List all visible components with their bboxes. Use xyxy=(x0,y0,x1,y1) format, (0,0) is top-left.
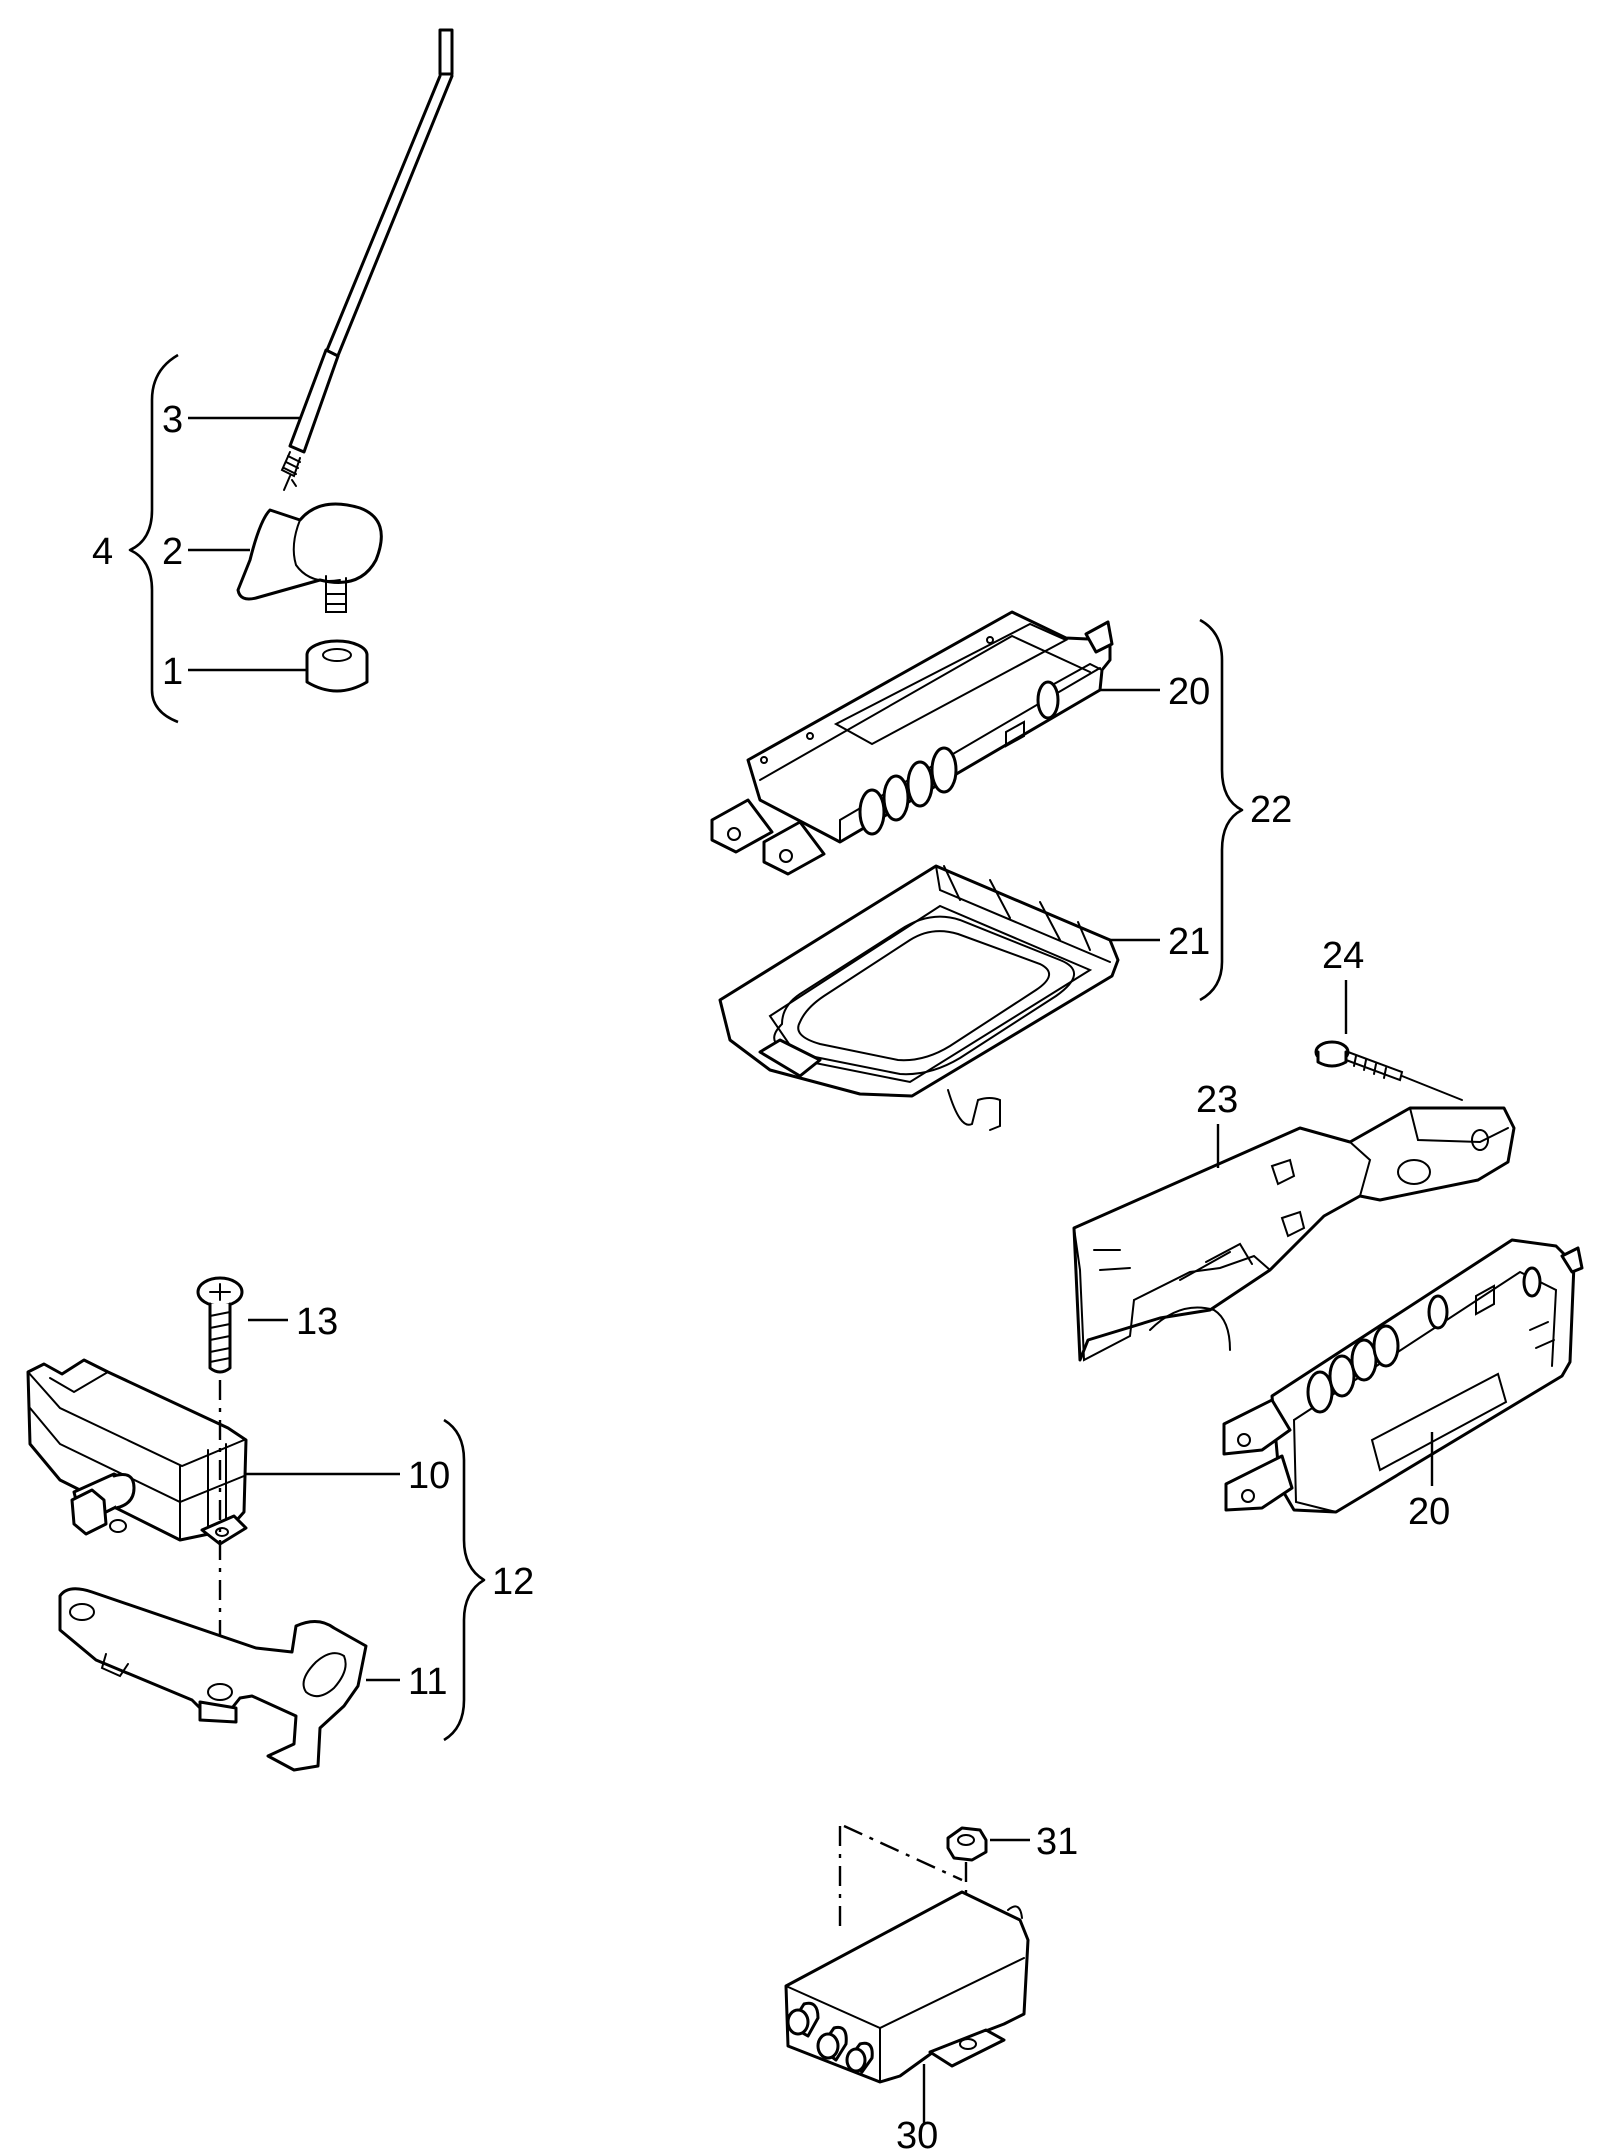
amplifier-unit xyxy=(26,1358,248,1546)
callout-23: 23 xyxy=(1196,1079,1238,1121)
mounting-bracket xyxy=(1072,1106,1516,1362)
amplifier-bracket xyxy=(58,1587,368,1772)
callout-1: 1 xyxy=(162,651,183,693)
callout-13: 13 xyxy=(296,1301,338,1343)
nut-31 xyxy=(946,1826,988,1862)
callout-3: 3 xyxy=(162,399,183,441)
callout-22: 22 xyxy=(1250,789,1292,831)
control-unit-assembly: 20 21 22 xyxy=(710,610,1292,1131)
callout-30: 30 xyxy=(896,2115,938,2153)
trim-bezel xyxy=(718,864,1120,1131)
module-assembly: 31 30 xyxy=(784,1821,1078,2153)
bracket-assembly: 24 23 20 xyxy=(1072,935,1584,1533)
callout-24: 24 xyxy=(1322,935,1364,977)
control-unit-bottom-knobs xyxy=(1306,1266,1542,1414)
callout-21: 21 xyxy=(1168,921,1210,963)
callout-2: 2 xyxy=(162,531,183,573)
antenna-nut xyxy=(305,639,369,693)
callout-4: 4 xyxy=(92,531,113,573)
control-unit-bottom xyxy=(1222,1238,1584,1514)
screw-24 xyxy=(1314,1040,1404,1082)
screw-13 xyxy=(196,1276,244,1374)
antenna-assembly: 3 2 1 4 xyxy=(92,28,454,724)
control-unit-top xyxy=(710,610,1114,876)
screw-24-axis xyxy=(1401,1075,1463,1101)
antenna-rod xyxy=(280,28,454,491)
control-module xyxy=(784,1890,1030,2084)
module-axis-diagonal xyxy=(843,1824,963,1882)
brace-22 xyxy=(1199,618,1244,1002)
callout-12: 12 xyxy=(492,1561,534,1603)
control-unit-top-knobs xyxy=(858,680,1060,836)
antenna-base xyxy=(236,502,383,613)
callout-10: 10 xyxy=(408,1455,450,1497)
amplifier-assembly: 13 10 12 11 xyxy=(26,1276,534,1772)
callout-20-top: 20 xyxy=(1168,671,1210,713)
brace-4 xyxy=(128,353,179,724)
callout-31: 31 xyxy=(1036,1821,1078,1863)
callout-11: 11 xyxy=(408,1661,447,1703)
callout-20-bottom: 20 xyxy=(1408,1491,1450,1533)
brace-12 xyxy=(443,1418,486,1742)
